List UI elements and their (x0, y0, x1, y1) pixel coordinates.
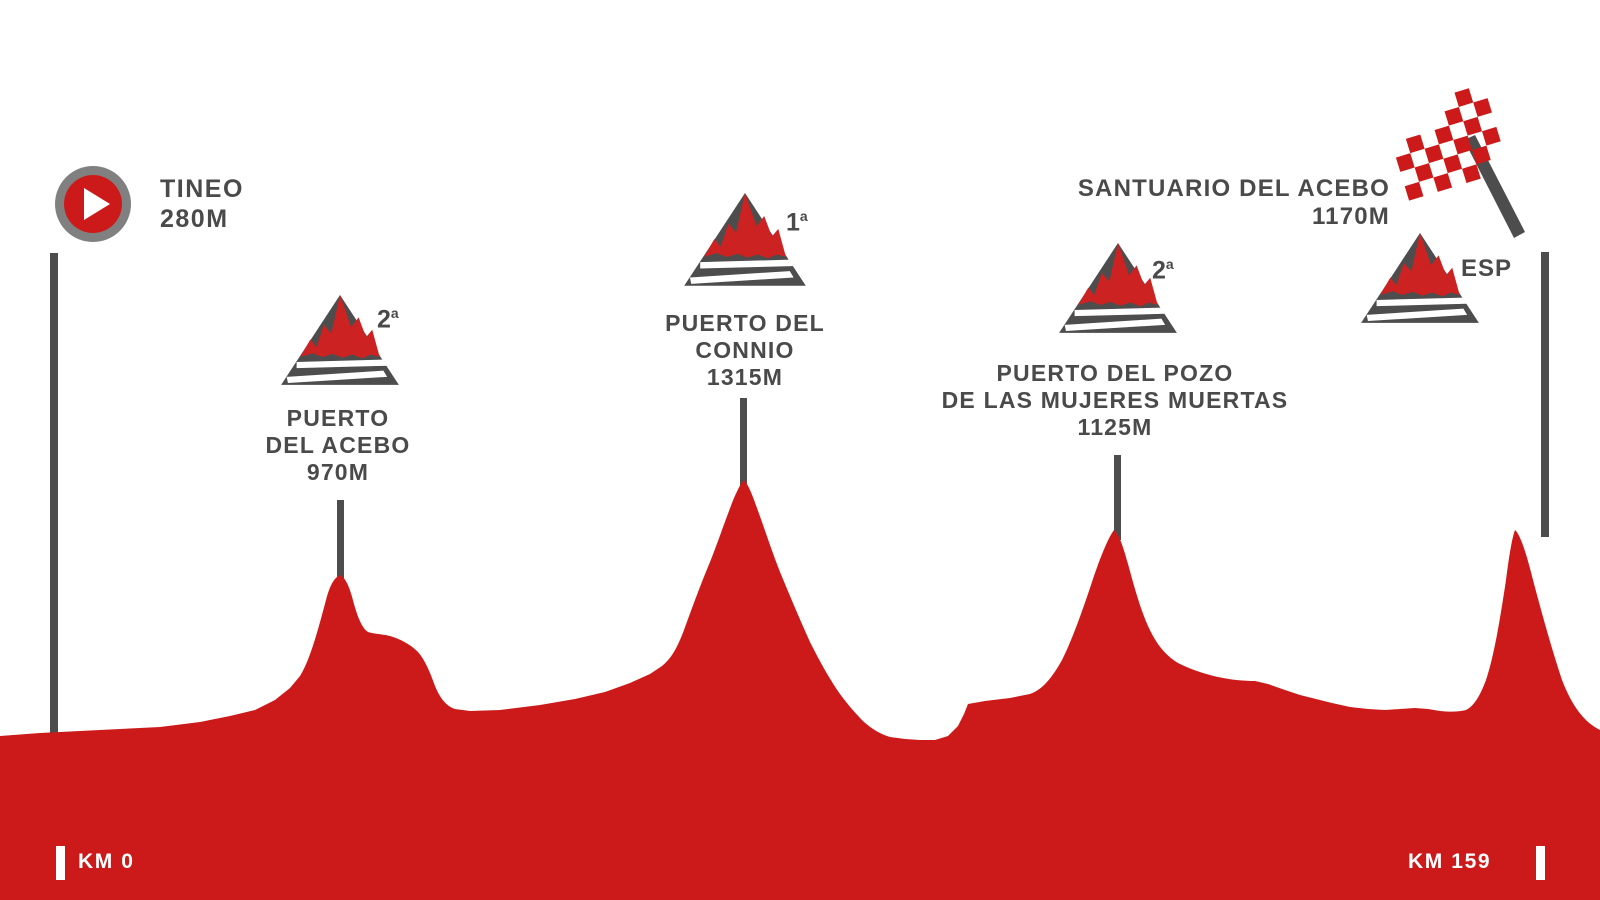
km-start-tick (56, 846, 65, 880)
climb-1-category: 2a (377, 305, 399, 334)
finish-altitude: 1170M (1311, 203, 1390, 231)
climb-2-altitude: 1315M (706, 364, 784, 391)
climb-1-name-line2: DEL ACEBO (265, 432, 411, 459)
finish-name: SANTUARIO DEL ACEBO (1077, 175, 1390, 202)
climb-3-mountain-icon (1059, 243, 1177, 333)
start-altitude: 280M (160, 204, 229, 233)
climb-3-name-line2: DE LAS MUJERES MUERTAS (941, 387, 1289, 414)
climb-2-name-line1: PUERTO DEL (665, 310, 825, 336)
km-start-label: KM 0 (78, 850, 135, 873)
climb-1-name-line1: PUERTO (286, 405, 390, 431)
elevation-area (0, 480, 1600, 900)
climb-2-marker-line (740, 398, 747, 488)
start-city-name: TINEO (160, 175, 244, 203)
climb-3-category-suffix: a (1165, 256, 1174, 272)
km-end-label: KM 159 (1408, 850, 1492, 873)
km-end-tick (1536, 846, 1545, 880)
climb-3-label: PUERTO DEL POZO DE LAS MUJERES MUERTAS 1… (940, 360, 1290, 441)
finish-marker-line (1541, 252, 1549, 537)
finish-country-code: ESP (1461, 255, 1513, 282)
climb-3-category: 2a (1152, 256, 1174, 285)
climb-2-name-line2: CONNIO (695, 337, 795, 364)
finish-mountain-icon (1361, 233, 1479, 323)
start-icon (55, 166, 131, 242)
finish-label: SANTUARIO DEL ACEBO 1170M (1030, 175, 1390, 232)
marker-lines (50, 252, 1549, 738)
climb-1-category-number: 2 (377, 305, 391, 334)
climb-3-name-line1: PUERTO DEL POZO (996, 360, 1234, 386)
checkered-flag-icon (1395, 88, 1525, 238)
climb-1-mountain-icon (281, 295, 399, 385)
start-marker-line (50, 253, 58, 738)
climb-2-category-suffix: a (799, 208, 808, 224)
climb-1-altitude: 970M (306, 459, 370, 486)
start-label: TINEO 280M (160, 175, 244, 234)
climb-3-marker-line (1114, 455, 1121, 540)
climb-2-category: 1a (786, 208, 808, 237)
climb-3-category-number: 2 (1152, 256, 1166, 285)
climb-2-label: PUERTO DEL CONNIO 1315M (575, 310, 915, 391)
climb-1-marker-line (337, 500, 344, 585)
climb-2-category-number: 1 (786, 208, 800, 237)
climb-1-label: PUERTO DEL ACEBO 970M (168, 405, 508, 486)
climb-3-altitude: 1125M (1077, 414, 1153, 441)
climb-2-mountain-icon (684, 193, 806, 286)
climb-1-category-suffix: a (390, 305, 399, 321)
